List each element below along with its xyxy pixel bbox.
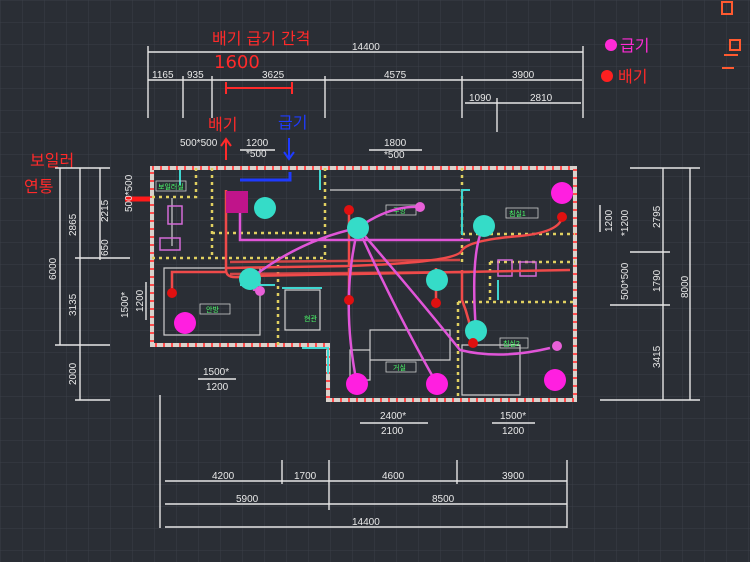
dim-right-1: 2795 [652,205,663,228]
room-boiler: 보일러실 [158,182,184,191]
dim-opening-2b: *500 [246,149,267,160]
bathroom-fixtures [159,205,537,277]
dim-bottom-window-right-2: 1200 [502,426,525,437]
dim-right-window-1: 1200 [604,209,615,232]
legend-supply-dot [605,39,617,51]
dim-top-1: 1165 [152,70,174,81]
dim-opening-1: 500*500 [180,138,218,149]
exhaust-marker [468,338,478,348]
dim-bottom-4: 3900 [502,471,525,482]
dim-opening-3b: *500 [384,150,405,161]
supply-arrow-icon [283,138,295,161]
room-bedroom-left: 안방 [206,305,219,314]
dim-top-sub-2: 2810 [530,93,553,104]
dim-left-2: 2865 [68,213,79,236]
supply-marker [551,182,573,204]
diffuser-marker [473,215,495,237]
screen-edge-glyphs [721,1,741,69]
dim-right-2: 1790 [652,269,663,292]
spacing-bracket [225,82,293,94]
dim-left-4: 2000 [68,362,79,385]
exhaust-marker [431,298,441,308]
dim-left-1: 6000 [48,257,59,280]
exhaust-marker [557,212,567,222]
dim-top-5: 3900 [512,70,535,81]
dim-bottom-window-right-1: 1500* [500,411,526,422]
exhaust-marker [167,288,177,298]
diffuser-marker [426,269,448,291]
supply-marker [544,369,566,391]
dim-bottom-3: 4600 [382,471,405,482]
supply-note: 급기 [278,113,307,132]
dim-right-window-2: *1200 [620,209,631,236]
dim-top-total: 14400 [352,42,380,53]
dim-opening-2a: 1200 [246,138,269,149]
diffuser-marker [239,268,261,290]
dim-bottom-total: 14400 [352,517,380,528]
dim-left-3: 3135 [68,293,79,316]
dim-opening-3a: 1800 [384,138,407,149]
legend: 급기 배기 [601,36,649,86]
right-dimensions: 2795 1790 3415 8000 1200 *1200 500*500 [599,167,700,401]
room-living: 거실 [393,363,406,372]
diffuser-marker [347,217,369,239]
legend-exhaust-dot [601,70,613,82]
dim-left-window-1: 1500* [120,292,131,318]
room-bedroom-bottom-right: 침실2 [503,339,520,348]
room-labels: 보일러실 안방 현관 주방 거실 침실1 침실2 [155,180,539,373]
boiler-flue-line2: 연통 [24,177,53,196]
dim-bottom-1: 4200 [212,471,235,482]
dim-top-4: 4575 [384,70,407,81]
dim-top-sub-1: 1090 [469,93,492,104]
dim-left-7: 500*500 [124,174,135,212]
room-bedroom-top-right: 침실1 [509,209,526,218]
room-entrance: 현관 [304,314,317,323]
supply-marker [174,312,196,334]
dim-right-window-mid: 500*500 [620,262,631,300]
dim-bottom-6: 8500 [432,494,455,505]
supply-point [552,341,562,351]
exhaust-arrow-icon [220,137,232,160]
dim-bottom-window-mid-1: 2400* [380,411,406,422]
dim-right-3: 3415 [652,345,663,368]
supply-point [415,202,425,212]
dim-right-4: 8000 [680,275,691,298]
left-dimensions: 6000 2865 3135 2000 2215 650 500*500 150… [48,167,147,401]
dim-bottom-5: 5900 [236,494,259,505]
dim-bottom-window-left-1: 1500* [203,367,229,378]
exhaust-marker [344,295,354,305]
exhaust-marker [344,205,354,215]
diffuser-marker [254,197,276,219]
legend-exhaust-label: 배기 [618,67,647,86]
room-kitchen: 주방 [393,206,406,215]
dim-bottom-2: 1700 [294,471,317,482]
boiler-flue-line1: 보일러 [30,151,74,170]
diffuser-marker [465,320,487,342]
exhaust-unit [226,191,248,213]
dim-left-5: 2215 [100,199,111,222]
legend-supply-label: 급기 [620,36,649,55]
dim-top-3: 3625 [262,70,285,81]
supply-duct-blue [240,172,292,182]
dim-bottom-window-mid-2: 2100 [381,426,404,437]
vent-markers [167,182,573,395]
dim-left-6: 650 [100,239,111,256]
supply-marker [346,373,368,395]
dim-bottom-window-left-2: 1200 [206,382,229,393]
top-dimensions: 14400 1165 935 3625 4575 3900 1090 2810 … [147,42,584,161]
dim-left-window-2: 1200 [135,289,146,312]
supply-point [255,286,265,296]
dim-top-2: 935 [187,70,204,81]
spacing-value: 1600 [214,52,260,73]
exhaust-note: 배기 [208,115,237,134]
bottom-dimensions: 1500* 1200 2400* 2100 1500* 1200 4200 17… [159,367,568,528]
supply-marker [426,373,448,395]
spacing-note: 배기 급기 간격 [212,29,311,48]
